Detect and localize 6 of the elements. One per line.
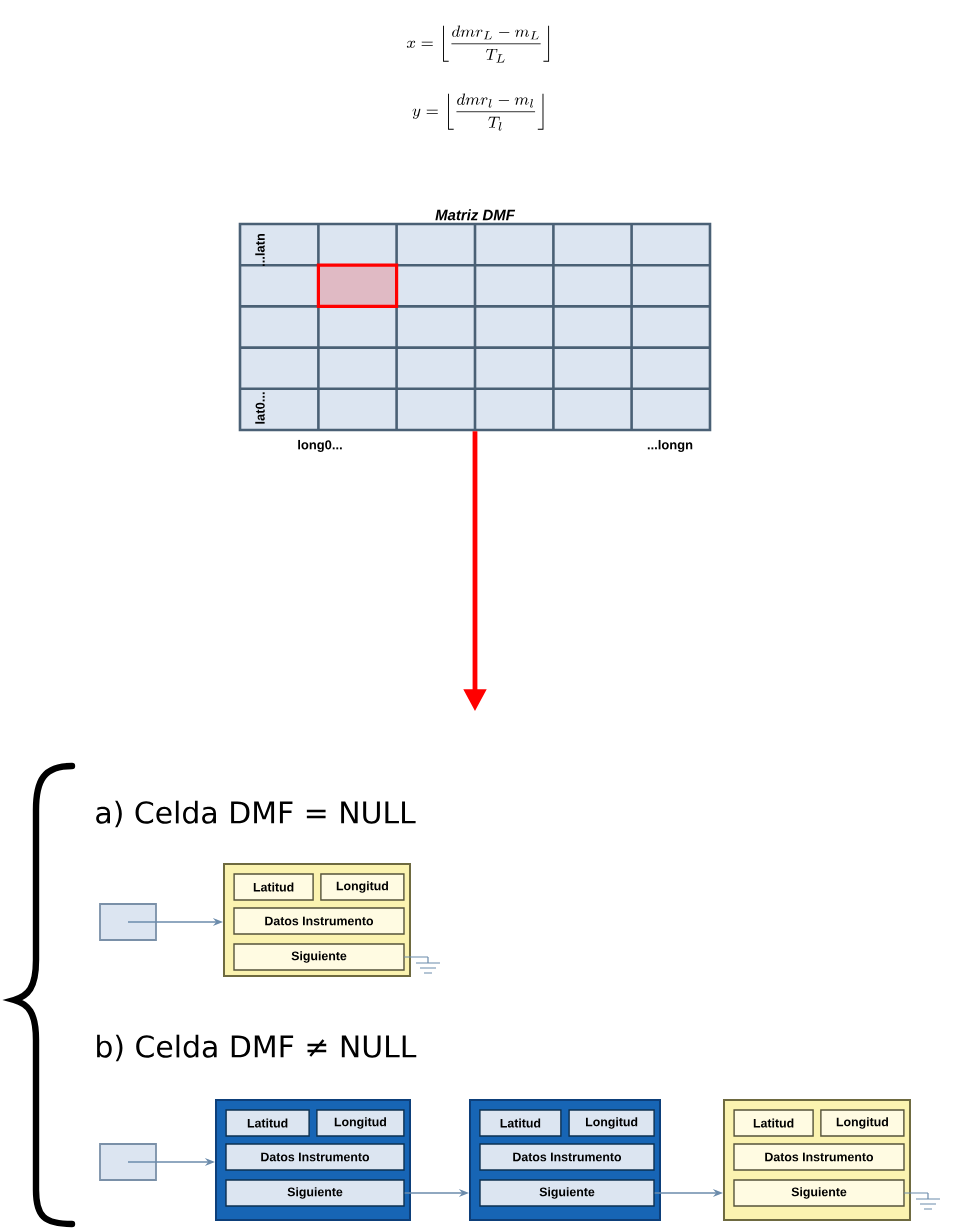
pointer-box <box>99 903 157 941</box>
formula: $x = \left\lfloor \frac{dmr_L - m_L}{T_L} \right\rfloor$ <box>406 25 550 63</box>
case-heading: a) Celda DMF = NULL <box>96 800 416 828</box>
pointer-box <box>99 1143 157 1181</box>
case-heading: b) Celda DMF ≠ NULL <box>97 1034 417 1062</box>
formula: $y = \left\lfloor \frac{dmr_l - m_l}{T_l} \right\rfloor$ <box>412 93 544 131</box>
